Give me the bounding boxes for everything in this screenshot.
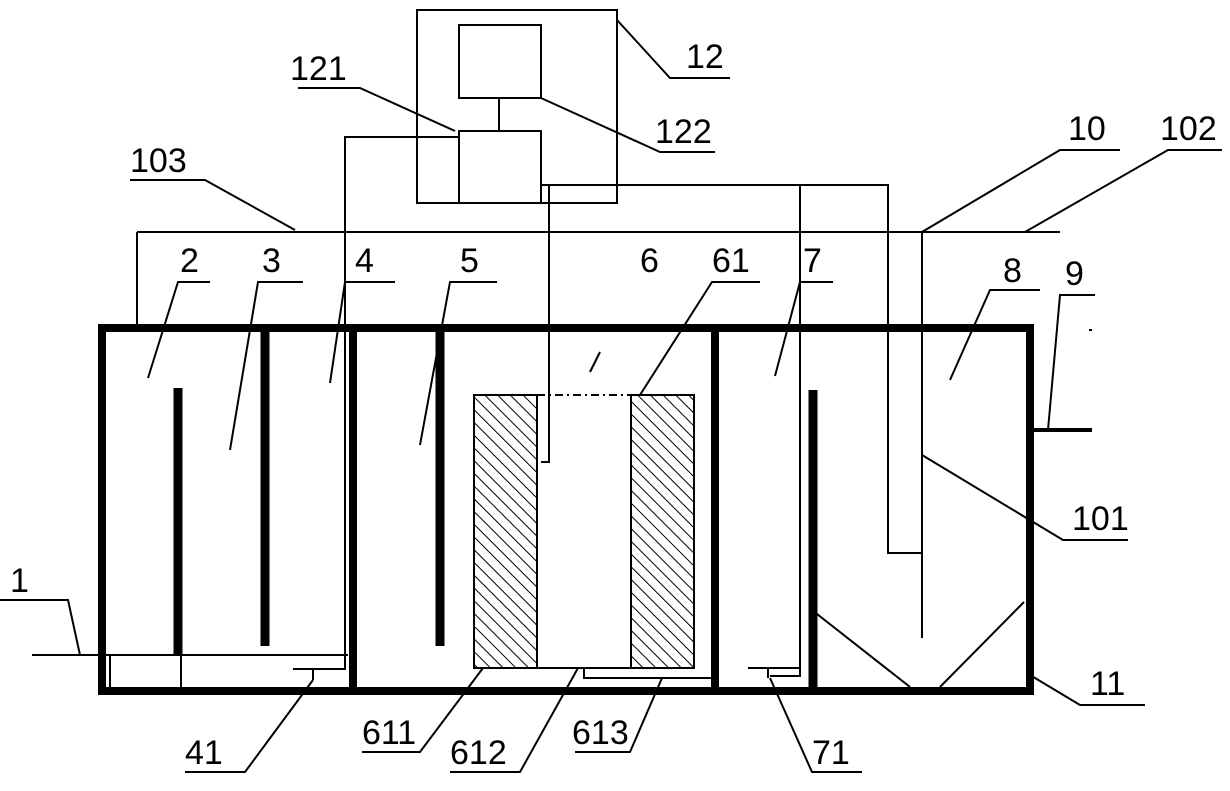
- label-11: 11: [1090, 665, 1125, 703]
- label-2: 2: [180, 242, 199, 280]
- controller-unit-122: [458, 24, 542, 99]
- label-101: 101: [1072, 500, 1129, 538]
- sludge-hopper: [816, 601, 1025, 688]
- label-10: 10: [1068, 110, 1106, 148]
- label-1: 1: [10, 562, 29, 600]
- electrode-plate-left: [473, 394, 538, 669]
- label-612: 612: [450, 734, 507, 772]
- label-122: 122: [655, 113, 712, 151]
- label-61: 61: [712, 242, 750, 280]
- label-41: 41: [185, 734, 223, 772]
- label-7: 7: [803, 242, 822, 280]
- power-unit-121: [458, 130, 542, 204]
- leader-lines: [0, 19, 1222, 773]
- label-6: 6: [640, 242, 659, 280]
- compartment-marks: [589, 329, 1092, 373]
- aerator-41: [293, 656, 346, 670]
- label-71: 71: [812, 734, 850, 772]
- label-102: 102: [1160, 110, 1217, 148]
- labels: 1 2 3 4 5 6 61 7 8 9 10 102 103 121 12 1…: [10, 38, 1217, 772]
- label-4: 4: [355, 242, 374, 280]
- label-3: 3: [262, 242, 281, 280]
- electrode-module: [473, 394, 695, 669]
- label-8: 8: [1003, 252, 1022, 290]
- control-wiring: [136, 136, 1060, 677]
- piping: [32, 428, 1092, 691]
- label-12: 12: [686, 38, 724, 76]
- control-box: [416, 9, 618, 204]
- baffles: [173, 332, 818, 691]
- label-613: 613: [572, 714, 629, 752]
- label-103: 103: [130, 142, 187, 180]
- electrode-plate-right: [630, 394, 695, 669]
- label-5: 5: [460, 242, 479, 280]
- label-611: 611: [362, 714, 416, 752]
- label-121: 121: [290, 50, 347, 88]
- label-9: 9: [1065, 255, 1084, 293]
